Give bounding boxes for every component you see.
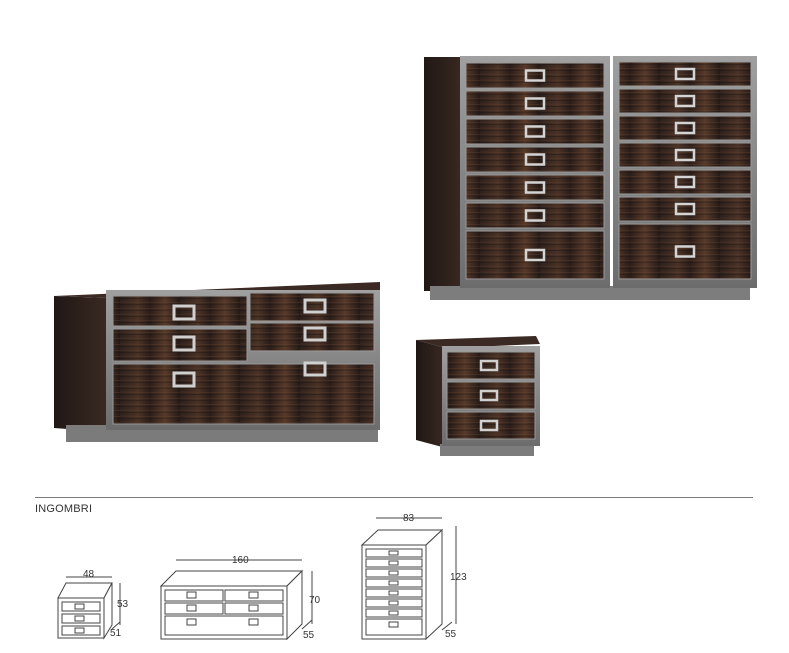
chest-drawing [360, 517, 457, 641]
dresser-height: 70 [309, 595, 321, 606]
drawer-handle [674, 245, 696, 258]
drawer-handle [674, 175, 696, 189]
dresser-width: 160 [232, 555, 249, 566]
chest-depth: 55 [445, 629, 457, 640]
chest-drawer [618, 196, 752, 222]
chest-drawer [465, 146, 605, 173]
dresser [54, 282, 380, 442]
nightstand-depth: 51 [110, 628, 122, 639]
dresser-depth: 55 [303, 630, 315, 641]
drawer-handle [524, 248, 546, 262]
drawer-handle [674, 202, 696, 216]
chest-drawer [618, 142, 752, 168]
product-photo [54, 56, 757, 456]
nightstand-drawing [57, 576, 121, 640]
chest-width: 83 [403, 513, 415, 524]
drawer-handle [674, 148, 696, 162]
drawer-handle [524, 181, 546, 194]
chest-height: 123 [450, 572, 467, 583]
chest-drawer [618, 88, 752, 114]
nightstand-height: 53 [117, 599, 129, 610]
nightstand [416, 336, 540, 456]
chest-drawer [465, 90, 605, 117]
chest-drawer [465, 62, 605, 89]
drawer-handle [674, 121, 696, 135]
section-title: INGOMBRI [35, 503, 93, 515]
drawer-handle [524, 97, 546, 110]
drawer-handle [524, 153, 546, 166]
chest-drawer [465, 174, 605, 201]
chest-drawer [465, 230, 605, 280]
section-divider [35, 497, 753, 498]
drawer-handle [524, 125, 546, 138]
drawer-handle [674, 67, 696, 81]
chest-drawer [618, 169, 752, 195]
chest-drawer [618, 115, 752, 141]
tall-chest [424, 56, 757, 300]
chest-drawer [465, 118, 605, 145]
chest-drawer [618, 61, 752, 87]
nightstand-width: 48 [83, 569, 95, 580]
chest-drawer [618, 223, 752, 280]
drawer-handle [524, 209, 546, 222]
chest-drawer [465, 202, 605, 229]
dresser-drawing [159, 559, 313, 641]
drawer-handle [524, 69, 546, 82]
drawer-handle [674, 94, 696, 108]
